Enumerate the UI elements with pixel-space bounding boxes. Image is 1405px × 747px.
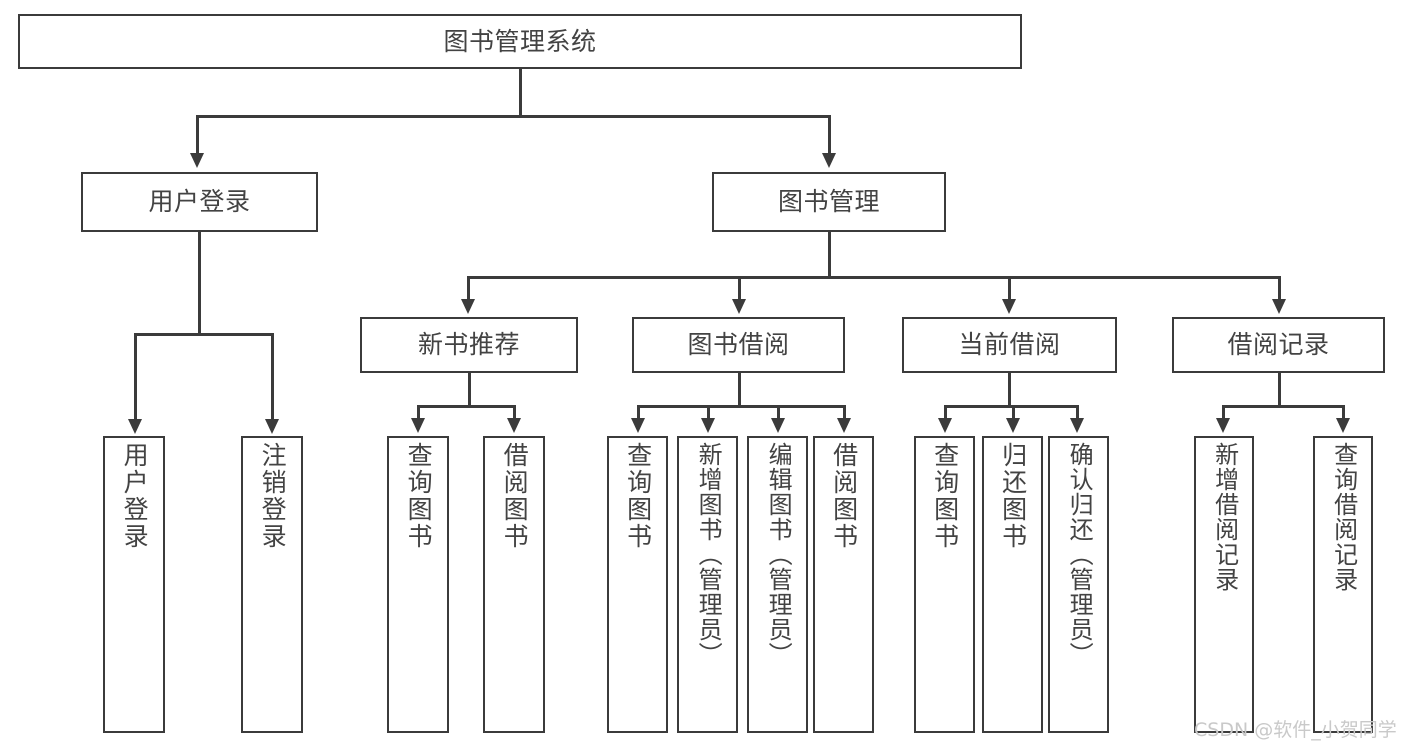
node-label: 借阅图书 [500,442,530,550]
connector-root-to-book-management [828,115,831,155]
arrowhead-root-to-book-management [822,153,836,168]
leaf-node-user-login[interactable]: 用户登录 [103,436,165,733]
leaf-node-query-borrow-record[interactable]: 查询借阅记录 [1313,436,1373,733]
connector-book-management-stem [828,232,831,278]
node-label: 编辑图书（管理员） [764,442,793,667]
leaf-node-borrow-book-recommend[interactable]: 借阅图书 [483,436,545,733]
leaf-node-logout[interactable]: 注销登录 [241,436,303,733]
arrowhead-bb-leaf-3 [771,418,785,433]
connector-user-login-bar [134,333,274,336]
connector-current-borrow-bar [944,405,1078,408]
node-label: 借阅记录 [1227,330,1330,359]
connector-book-borrow-stem [738,373,741,407]
arrowhead-bm-borrow-record [1272,299,1286,314]
node-label: 查询图书 [930,442,960,550]
arrowhead-bb-leaf-4 [837,418,851,433]
arrowhead-bb-leaf-1 [631,418,645,433]
node-label: 确认归还（管理员） [1065,442,1094,667]
arrowhead-br-leaf-2 [1336,418,1350,433]
node-label: 图书管理 [777,187,880,216]
connector-new-book-bar [417,405,515,408]
arrowhead-cb-leaf-3 [1070,418,1084,433]
node-label: 新增图书（管理员） [694,442,723,667]
connector-br-leaf-1 [1222,405,1225,419]
connector-new-book-stem [468,373,471,407]
node-label: 图书借阅 [687,330,790,359]
node-label: 查询借阅记录 [1329,442,1358,592]
connector-bm-to-book-borrow [738,276,741,301]
node-label: 查询图书 [404,442,434,550]
node-current-borrow[interactable]: 当前借阅 [902,317,1117,373]
node-label: 用户登录 [120,442,150,550]
leaf-node-query-book-recommend[interactable]: 查询图书 [387,436,449,733]
arrowhead-cb-leaf-1 [938,418,952,433]
connector-user-login-to-leaf-1 [134,333,137,421]
node-borrow-record[interactable]: 借阅记录 [1172,317,1385,373]
node-book-management[interactable]: 图书管理 [712,172,946,232]
leaf-node-confirm-return-admin[interactable]: 确认归还（管理员） [1048,436,1109,733]
node-label: 借阅图书 [829,442,859,550]
arrowhead-bm-new-book [461,299,475,314]
node-label: 查询图书 [623,442,653,550]
arrowhead-user-login-leaf-2 [265,419,279,434]
connector-user-login-stem [198,232,201,334]
arrowhead-bb-leaf-2 [701,418,715,433]
arrowhead-bm-book-borrow [732,299,746,314]
arrowhead-bm-current-borrow [1002,299,1016,314]
connector-root-bar [196,115,831,118]
node-label: 图书管理系统 [443,26,597,56]
node-root-book-management-system[interactable]: 图书管理系统 [18,14,1022,69]
leaf-node-return-book[interactable]: 归还图书 [982,436,1043,733]
leaf-node-edit-book-admin[interactable]: 编辑图书（管理员） [747,436,808,733]
node-label: 注销登录 [258,442,288,550]
leaf-node-add-book-admin[interactable]: 新增图书（管理员） [677,436,738,733]
arrowhead-nb-leaf-1 [411,418,425,433]
arrowhead-cb-leaf-2 [1006,418,1020,433]
connector-user-login-to-leaf-2 [271,333,274,421]
arrowhead-user-login-leaf-1 [128,419,142,434]
connector-nb-leaf-2 [513,405,516,419]
leaf-node-borrow-book[interactable]: 借阅图书 [813,436,874,733]
connector-root-stem [519,69,522,117]
connector-borrow-record-stem [1278,373,1281,407]
connector-bb-leaf-4 [843,405,846,419]
arrowhead-nb-leaf-2 [507,418,521,433]
connector-cb-leaf-2 [1012,405,1015,419]
connector-bm-to-new-book [467,276,470,301]
csdn-watermark: CSDN @软件_小贺同学 [1194,719,1397,741]
connector-bb-leaf-1 [637,405,640,419]
leaf-node-query-book-borrow[interactable]: 查询图书 [607,436,668,733]
connector-book-management-bar [467,276,1280,279]
connector-current-borrow-stem [1008,373,1011,407]
connector-br-leaf-2 [1342,405,1345,419]
connector-root-to-user-login [196,115,199,155]
node-label: 新书推荐 [417,330,520,359]
connector-bb-leaf-3 [777,405,780,419]
node-new-book-recommend[interactable]: 新书推荐 [360,317,578,373]
connector-borrow-record-bar [1222,405,1344,408]
arrowhead-root-to-user-login [190,153,204,168]
node-book-borrow[interactable]: 图书借阅 [632,317,845,373]
arrowhead-br-leaf-1 [1216,418,1230,433]
node-label: 新增借阅记录 [1210,442,1239,592]
node-label: 归还图书 [998,442,1028,550]
connector-cb-leaf-3 [1076,405,1079,419]
node-user-login[interactable]: 用户登录 [81,172,318,232]
node-label: 当前借阅 [958,330,1061,359]
node-label: 用户登录 [148,187,251,216]
connector-bb-leaf-2 [707,405,710,419]
connector-bm-to-borrow-record [1278,276,1281,301]
connector-bm-to-current-borrow [1008,276,1011,301]
connector-book-borrow-bar [637,405,845,408]
connector-nb-leaf-1 [417,405,420,419]
connector-cb-leaf-1 [944,405,947,419]
leaf-node-query-book-current[interactable]: 查询图书 [914,436,975,733]
leaf-node-add-borrow-record[interactable]: 新增借阅记录 [1194,436,1254,733]
